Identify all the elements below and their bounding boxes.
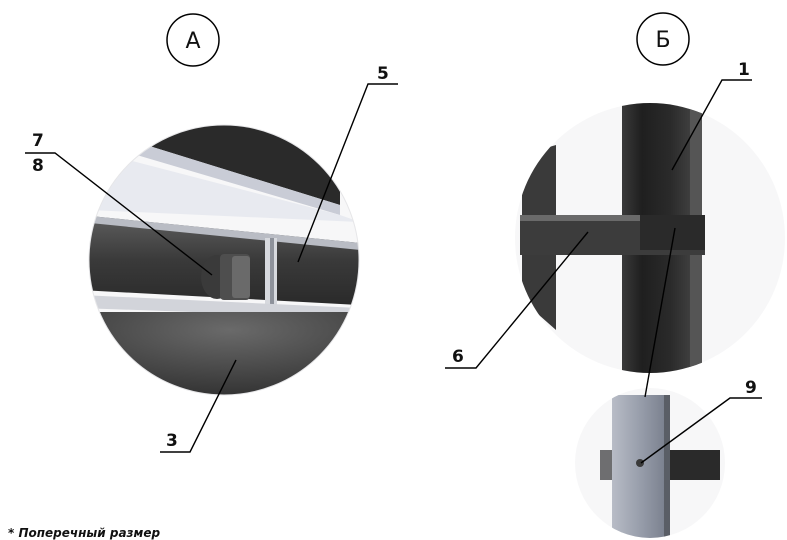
svg-text:А: А (185, 29, 200, 54)
section-label-b: Б (636, 12, 690, 66)
section-label-a: А (166, 13, 220, 67)
detail-b (515, 103, 785, 373)
callouts: 7 8 5 3 1 6 9 (32, 60, 757, 451)
callout-7: 7 (32, 131, 44, 151)
callout-9: 9 (745, 378, 757, 398)
detail-9 (575, 388, 725, 538)
leader-lines (25, 79, 762, 464)
screw (636, 459, 644, 467)
detail-a (88, 124, 360, 396)
light-post (612, 395, 664, 538)
footnote: * Поперечный размер (8, 526, 161, 540)
side-bar (670, 450, 720, 480)
bolt (201, 254, 250, 300)
base-plate (89, 312, 359, 395)
svg-text:Б: Б (655, 28, 670, 53)
callout-3: 3 (166, 431, 178, 451)
callout-1: 1 (738, 60, 750, 80)
callout-5: 5 (377, 64, 389, 84)
callout-8: 8 (32, 156, 44, 176)
callout-6: 6 (452, 347, 464, 367)
